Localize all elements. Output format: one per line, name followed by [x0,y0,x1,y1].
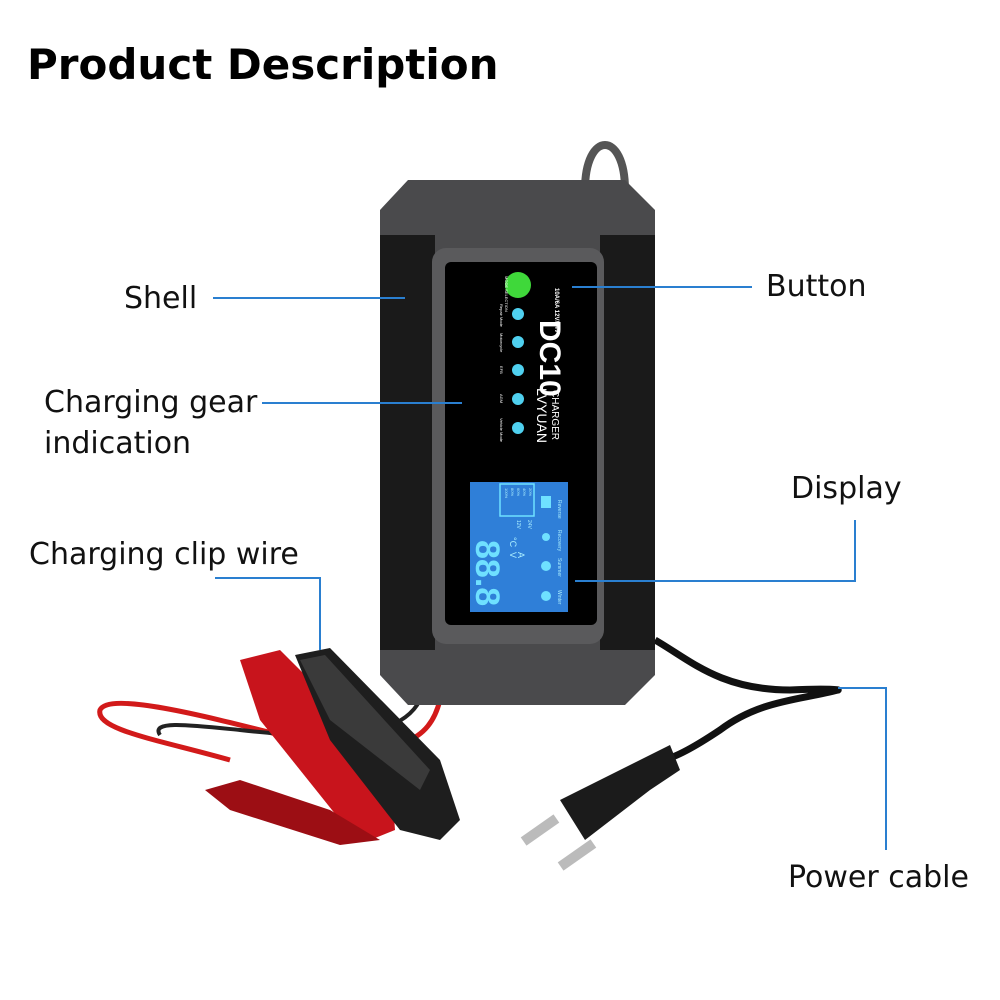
lcd-battery-icon [499,483,535,517]
lcd-mode: Recovery [556,530,562,552]
mode-label: Vehicle Mode [499,418,504,443]
mode-leds [512,308,524,434]
clip-wire-callout-line [215,577,321,650]
power-cable-callout-line [838,687,887,850]
lcd-voltage: 24V [526,520,532,530]
callout-display: Display [791,471,902,506]
type-label: CHARGER [549,390,560,440]
mode-button[interactable] [505,272,531,298]
lcd-unit: °C [508,537,518,548]
callout-clip-wire: Charging clip wire [29,537,299,572]
mode-label: Motorcycle [499,333,504,353]
lcd-level: 20% [528,488,533,496]
lcd-unit: V [508,552,518,558]
black-clip-icon [295,648,460,840]
lcd-digits: 88.8 [468,540,506,606]
mode-selection-label: MODE SELECTION [504,276,509,312]
callout-shell: Shell [124,281,198,316]
brand-label: LVYUAN [534,388,550,443]
mode-label: AGM [499,394,504,403]
led-repair [512,308,524,320]
lcd-voltage: 12V [515,520,521,530]
callout-gear-line2: indication [44,426,192,461]
lcd-mode: Winter [556,590,562,605]
lcd-display [470,482,568,612]
led-motorcycle [512,336,524,348]
model-label: DC10 [533,320,566,397]
lcd-mode: Reverse [556,500,562,519]
lcd-level: 60% [516,488,521,496]
mode-label: Repair Mode [499,304,504,328]
hanger-hook [581,141,629,191]
red-clip-icon [205,650,395,845]
lcd-mode: Summer [556,558,562,577]
display-callout-line [575,520,856,582]
led-vehicle [512,422,524,434]
page-title: Product Description [27,40,499,89]
callout-button: Button [766,269,867,304]
lcd-level: 80% [510,488,515,496]
mode-label: EFB [499,366,504,374]
led-agm [512,393,524,405]
lcd-level: 100% [504,488,509,499]
power-plug-icon [520,745,680,871]
callout-gear-line1: Charging gear [44,385,258,420]
sun-icon [541,561,551,571]
snowflake-icon [541,591,551,601]
power-cable-wire [653,636,842,764]
lcd-level: 40% [522,488,527,496]
reverse-icon [541,496,551,508]
callout-power-cable: Power cable [788,860,969,895]
lcd-unit: A [516,552,526,558]
led-efb [512,364,524,376]
shield-icon [542,533,550,541]
rating-label: 10A/6A 12V/24V [553,288,559,333]
